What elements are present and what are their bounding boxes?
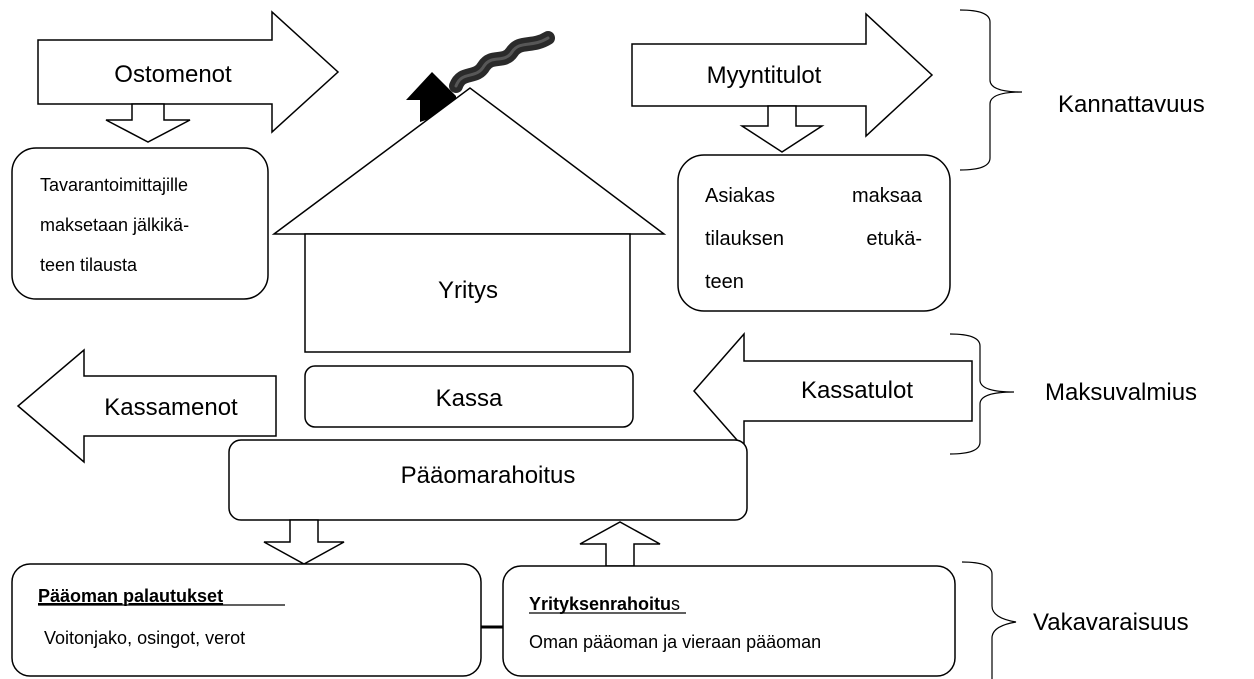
myyntitulot-down-arrow xyxy=(739,105,825,153)
kassatulot-arrow: Kassatulot xyxy=(693,332,973,450)
kassamenot-arrow: Kassamenot xyxy=(16,348,277,464)
kassamenot-label: Kassamenot xyxy=(104,394,238,421)
capital-return-down-arrow xyxy=(263,519,345,565)
customer-payment-line-3: teen xyxy=(705,271,744,293)
customer-payment-line-1-left: Asiakas xyxy=(705,185,775,207)
vakavaraisuus-brace xyxy=(961,561,1017,679)
maksuvalmius-label: Maksuvalmius xyxy=(1045,379,1197,406)
kassatulot-label: Kassatulot xyxy=(801,377,913,404)
company-financing-title-bold: Yrityksenrahoitu xyxy=(529,594,671,614)
financing-up-arrow xyxy=(579,521,661,567)
smoke-icon xyxy=(449,31,555,93)
myyntitulot-label: Myyntitulot xyxy=(707,62,822,89)
capital-return-box: Pääoman palautukset Voitonjako, osingot,… xyxy=(11,563,482,677)
house-roof xyxy=(271,87,667,235)
kannattavuus-brace xyxy=(959,9,1023,171)
ostomenot-down-arrow xyxy=(105,103,191,143)
myyntitulot-arrow: Myyntitulot xyxy=(631,12,934,138)
paaomarahoitus-label: Pääomarahoitus xyxy=(401,462,576,489)
company-financing-title-rest: s xyxy=(671,594,680,614)
company-financing-box: Yrityksenrahoitus Oman pääoman ja vieraa… xyxy=(502,565,956,677)
capital-return-text: Voitonjako, osingot, verot xyxy=(44,628,245,648)
supplier-payment-line-3: teen tilausta xyxy=(40,255,138,275)
maksuvalmius-brace xyxy=(949,333,1015,455)
supplier-payment-line-1: Tavarantoimittajille xyxy=(40,175,188,195)
kassa-label: Kassa xyxy=(436,385,503,412)
supplier-payment-box: Tavarantoimittajille maksetaan jälkikä- … xyxy=(11,147,269,300)
kannattavuus-label: Kannattavuus xyxy=(1058,91,1205,118)
ostomenot-label: Ostomenot xyxy=(114,61,232,88)
customer-payment-box: Asiakas maksaa tilauksen etukä- teen xyxy=(677,154,951,312)
customer-payment-line-1-right: maksaa xyxy=(852,185,923,207)
customer-payment-line-2-right: etukä- xyxy=(866,228,922,250)
vakavaraisuus-label: Vakavaraisuus xyxy=(1033,609,1189,636)
company-financing-title: Yrityksenrahoitus xyxy=(529,594,680,614)
kassa-box: Kassa xyxy=(304,365,634,428)
company-financing-text: Oman pääoman ja vieraan pääoman xyxy=(529,632,821,652)
yritys-box: Yritys xyxy=(304,233,631,353)
capital-return-title: Pääoman palautukset xyxy=(38,586,223,606)
paaomarahoitus-box: Pääomarahoitus xyxy=(228,439,748,521)
customer-payment-line-2-left: tilauksen xyxy=(705,228,784,250)
yritys-label: Yritys xyxy=(438,277,498,304)
ostomenot-arrow: Ostomenot xyxy=(37,10,340,134)
supplier-payment-line-2: maksetaan jälkikä- xyxy=(40,215,189,235)
